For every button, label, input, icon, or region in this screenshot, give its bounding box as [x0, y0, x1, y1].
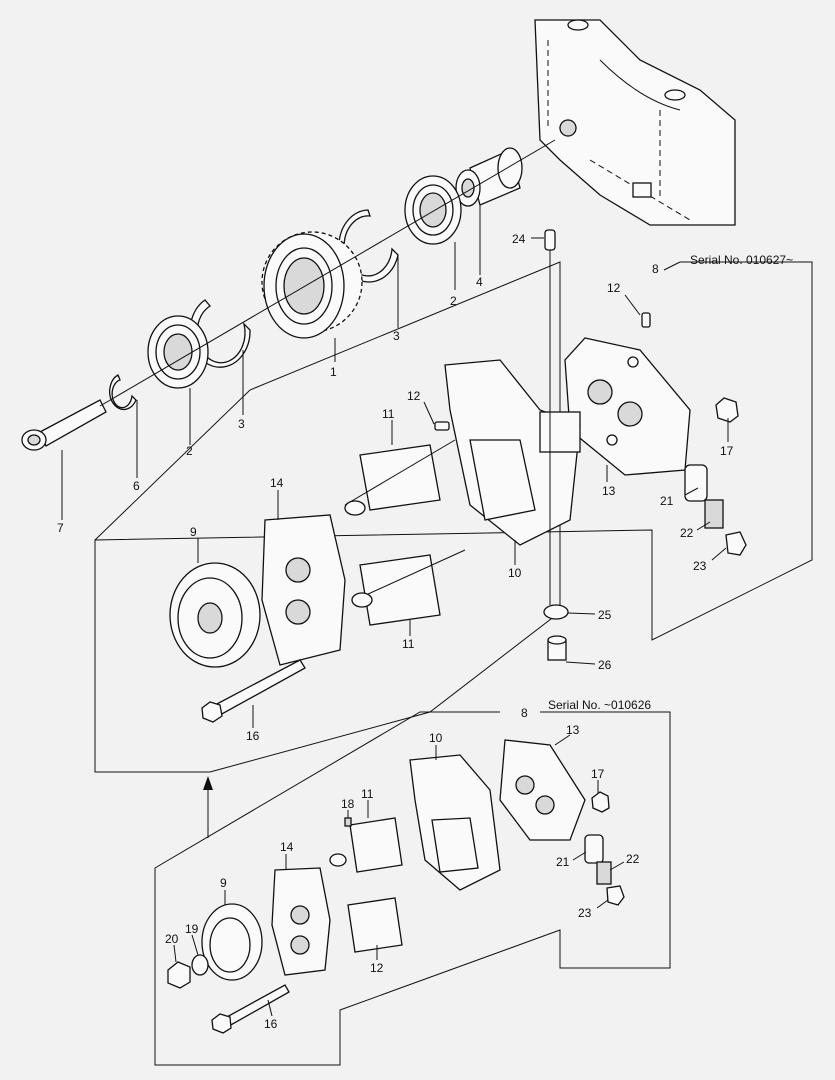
long-bolt-lower	[211, 984, 290, 1034]
callout-17-upper: 17	[720, 444, 734, 458]
callout-14-lower: 14	[280, 840, 294, 854]
lower-group-outline	[154, 711, 671, 1066]
pump-body-lower	[409, 754, 501, 891]
callout-1: 1	[330, 365, 337, 379]
callout-2-upper: 2	[450, 294, 457, 308]
idler-gear	[261, 231, 363, 339]
callout-3-lower: 3	[238, 417, 245, 431]
upper-group-outline	[94, 261, 813, 773]
plug-23-lower	[606, 885, 625, 906]
callout-17-lower: 17	[591, 767, 605, 781]
callouts-lower: Serial No. ~010626 8 10 13 11 18 17 21 2…	[165, 698, 651, 1031]
key-18	[344, 817, 352, 827]
ball-bearing-upper	[404, 175, 462, 245]
arrow-head	[203, 776, 213, 790]
drive-gear-lower	[201, 903, 263, 981]
callout-25: 25	[598, 608, 612, 622]
bushing-part	[455, 147, 523, 207]
callout-12-lower: 12	[370, 961, 384, 975]
pump-body-upper	[444, 359, 581, 546]
callout-7: 7	[57, 521, 64, 535]
callout-22-lower: 22	[626, 852, 640, 866]
pump-gear-lower-a	[329, 817, 403, 873]
socket-bolt	[21, 399, 107, 451]
callout-22-upper: 22	[680, 526, 694, 540]
callout-2-lower: 2	[186, 444, 193, 458]
washer-25	[543, 604, 569, 620]
pump-gear-upper-a	[344, 439, 456, 516]
callout-10-upper: 10	[508, 566, 522, 580]
callout-16-lower: 16	[264, 1017, 278, 1031]
pump-cover-upper	[564, 337, 691, 476]
callout-3-upper: 3	[393, 329, 400, 343]
spring-22-lower	[596, 861, 612, 885]
callout-21-upper: 21	[660, 494, 674, 508]
plug-23	[725, 531, 747, 556]
long-bolt-upper	[201, 659, 306, 723]
callout-14-upper: 14	[270, 476, 284, 490]
nut-17-lower	[591, 791, 610, 813]
pump-plate-upper	[261, 514, 346, 666]
callout-24: 24	[512, 232, 526, 246]
plunger-21-lower	[584, 834, 604, 864]
dowel-pin-24	[544, 229, 556, 251]
callout-8-upper: 8	[652, 262, 659, 276]
callout-13-upper: 13	[602, 484, 616, 498]
shaft-axis-line	[99, 139, 556, 407]
callout-11-upper-b: 11	[402, 637, 415, 651]
callout-8-lower: 8	[521, 706, 528, 720]
callout-20: 20	[165, 932, 179, 946]
nut-20	[167, 961, 191, 989]
callout-11-upper-a: 11	[382, 407, 395, 421]
pump-gear-lower-b	[347, 897, 403, 953]
callout-21-lower: 21	[556, 855, 570, 869]
drive-gear-upper	[169, 562, 261, 668]
pump-cover-lower	[499, 739, 586, 841]
callout-12-upper-b: 12	[407, 389, 421, 403]
callout-16-upper: 16	[246, 729, 260, 743]
callout-6: 6	[133, 479, 140, 493]
dowel-pin-12a	[641, 312, 651, 328]
serial-label-lower: Serial No. ~010626	[548, 698, 651, 712]
pump-gear-upper-b	[351, 549, 466, 626]
leader-lines-upper	[61, 205, 729, 728]
callout-23-lower: 23	[578, 906, 592, 920]
callout-4: 4	[476, 275, 483, 289]
callout-26: 26	[598, 658, 612, 672]
callout-19: 19	[185, 922, 199, 936]
serial-label-upper: Serial No. 010627~	[690, 253, 793, 267]
callout-13-lower: 13	[566, 723, 580, 737]
callout-12-upper-a: 12	[607, 281, 621, 295]
callouts-upper: Serial No. 010627~ 8 1 2 2 3 3 4 6 7 9 1…	[57, 232, 793, 743]
ball-bearing-lower	[147, 315, 209, 389]
bolt-26	[547, 635, 567, 661]
callout-23-upper: 23	[693, 559, 707, 573]
dowel-pin-12b	[434, 421, 450, 431]
callout-18: 18	[341, 797, 355, 811]
callout-10-lower: 10	[429, 731, 443, 745]
bearing-bracket	[534, 19, 736, 226]
callout-11-lower: 11	[361, 787, 374, 801]
callout-9-lower: 9	[220, 876, 227, 890]
nut-17	[715, 397, 739, 423]
callout-9-upper: 9	[190, 525, 197, 539]
leader-lines-lower	[173, 734, 625, 1017]
spring-22	[704, 499, 724, 529]
pump-plate-lower	[271, 867, 331, 976]
snap-ring-small	[109, 374, 137, 411]
washer-19	[191, 954, 209, 976]
plunger-21	[684, 464, 708, 502]
